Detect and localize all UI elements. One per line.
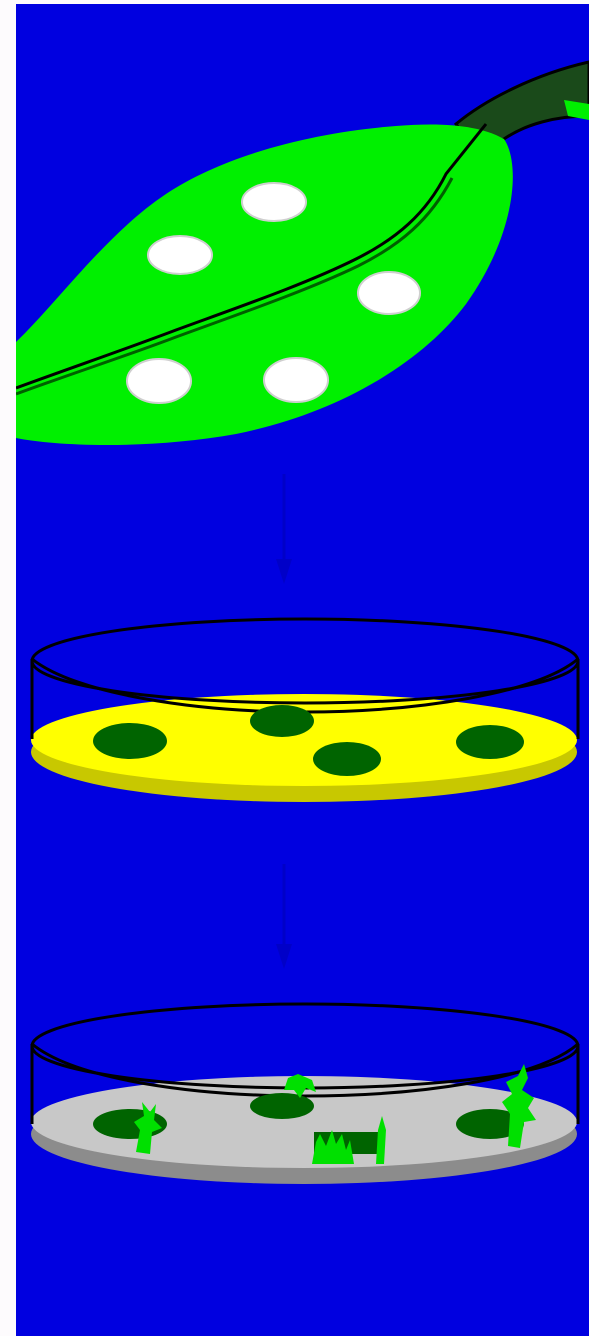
leaf-disc xyxy=(242,183,306,221)
explant xyxy=(93,723,167,759)
explant xyxy=(250,1093,314,1119)
diagram-canvas xyxy=(16,4,589,1336)
leaf-disc xyxy=(264,358,328,402)
leaf-disc xyxy=(148,236,212,274)
leaf-disc xyxy=(358,272,420,314)
leaf-disc xyxy=(127,359,191,403)
explant xyxy=(250,705,314,737)
leaf-disc-culture-diagram xyxy=(16,4,589,1336)
explant xyxy=(456,725,524,759)
explant xyxy=(313,742,381,776)
